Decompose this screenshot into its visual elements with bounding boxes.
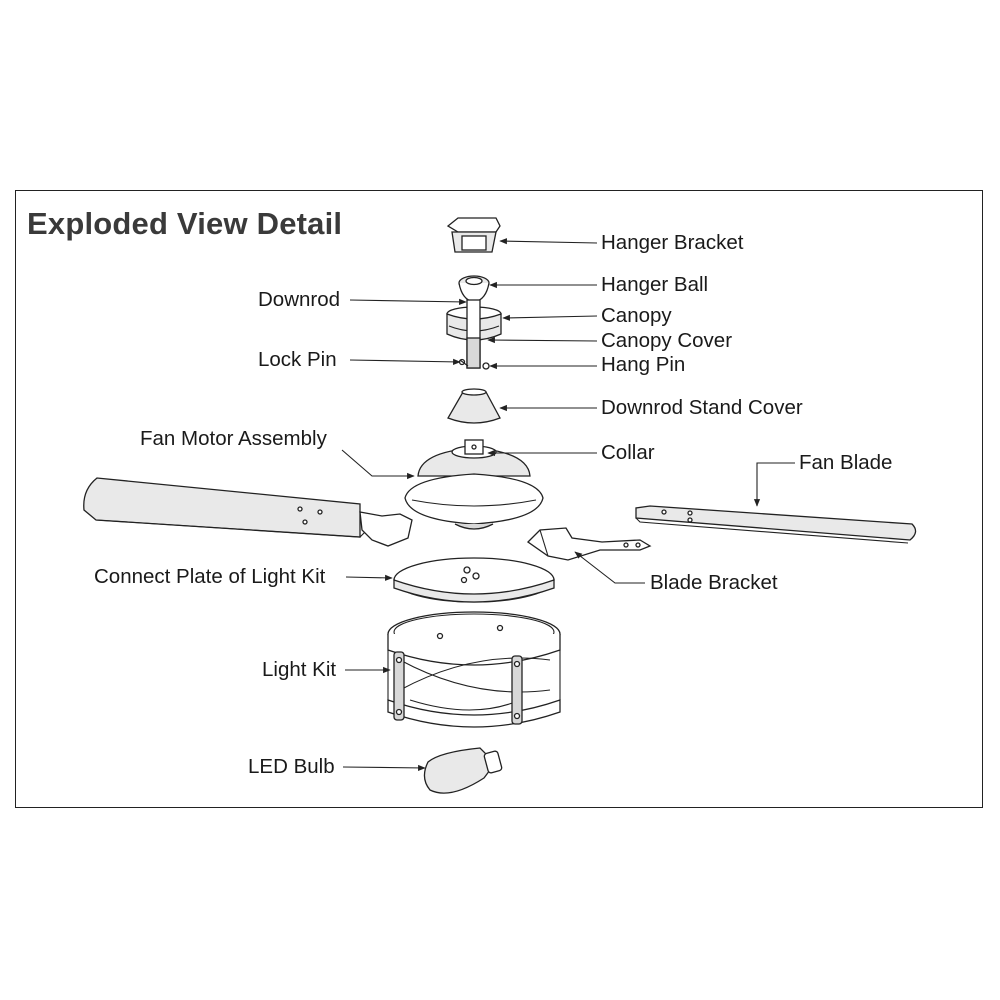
label-led-bulb: LED Bulb: [248, 755, 335, 778]
fan-motor-part: [404, 439, 544, 530]
label-connect-plate: Connect Plate of Light Kit: [94, 565, 326, 588]
diagram-frame: [15, 190, 983, 808]
hanger-ball-part: [458, 275, 490, 303]
label-light-kit: Light Kit: [262, 658, 337, 681]
label-canopy: Canopy: [601, 304, 672, 327]
label-hang-pin: Hang Pin: [601, 353, 686, 376]
led-bulb-part: [423, 747, 503, 794]
label-canopy-cover: Canopy Cover: [601, 329, 733, 352]
label-downrod: Downrod: [258, 288, 341, 311]
fan-blade-left-part: [83, 477, 413, 547]
label-lock-pin: Lock Pin: [258, 348, 337, 371]
diagram-title: Exploded View Detail: [27, 206, 343, 241]
leader-lines: [341, 238, 795, 771]
blade-bracket-part: [526, 527, 652, 561]
downrod-stand-cover-part: [447, 388, 501, 424]
label-hanger-bracket: Hanger Bracket: [601, 231, 744, 254]
downrod-part: [466, 299, 481, 369]
fan-blade-right-part: [635, 505, 917, 544]
hanger-bracket-part: [446, 217, 501, 253]
connect-plate-part: [393, 557, 555, 603]
label-hanger-ball: Hanger Ball: [601, 273, 709, 296]
pins-part: [458, 358, 490, 370]
label-blade-bracket: Blade Bracket: [650, 571, 778, 594]
label-fan-blade: Fan Blade: [799, 451, 893, 474]
label-collar: Collar: [601, 441, 655, 464]
light-kit-part: [387, 611, 561, 728]
label-fan-motor-assembly: Fan Motor Assembly: [140, 427, 327, 450]
label-downrod-stand-cover: Downrod Stand Cover: [601, 396, 803, 419]
